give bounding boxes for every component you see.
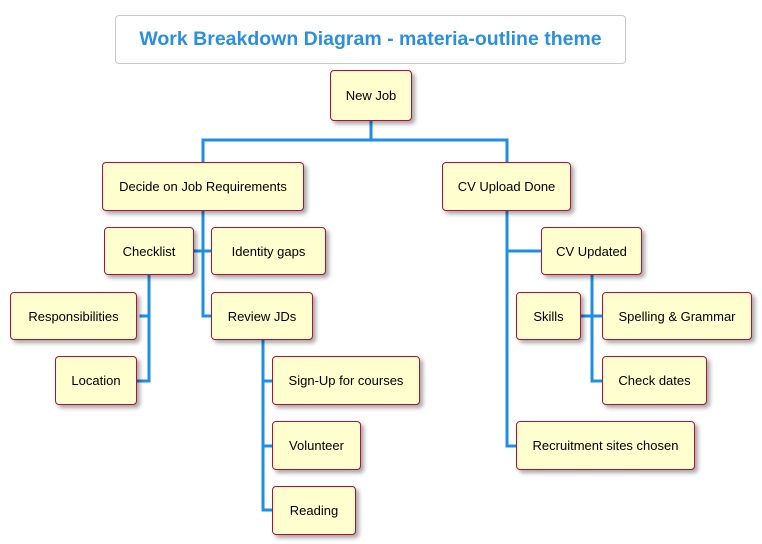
connector-decide [192, 209, 213, 318]
connector-cv-upload [505, 209, 543, 448]
node-cv-updated: CV Updated [541, 227, 642, 275]
node-identity-gaps: Identity gaps [211, 227, 326, 275]
node-checklist: Checklist [104, 227, 194, 275]
node-check-dates: Check dates [602, 356, 707, 405]
connector-root [201, 119, 509, 164]
node-recruitment-sites-chosen: Recruitment sites chosen [516, 421, 695, 470]
node-review-jds: Review JDs [211, 292, 313, 340]
node-decide-job-requirements: Decide on Job Requirements [102, 162, 304, 211]
diagram-title: Work Breakdown Diagram - materia-outline… [139, 28, 602, 50]
connector-review-jds [261, 338, 274, 512]
node-spelling-grammar: Spelling & Grammar [602, 292, 752, 340]
node-location: Location [55, 356, 137, 405]
node-volunteer: Volunteer [272, 421, 361, 470]
node-skills: Skills [516, 292, 581, 340]
connector-cv-updated [579, 273, 604, 383]
node-new-job: New Job [330, 70, 412, 121]
node-cv-upload-done: CV Upload Done [442, 162, 571, 211]
node-reading: Reading [272, 486, 356, 535]
connector-checklist [136, 273, 151, 383]
node-sign-up-for-courses: Sign-Up for courses [272, 356, 420, 405]
diagram-title-box: Work Breakdown Diagram - materia-outline… [115, 15, 626, 64]
node-responsibilities: Responsibilities [10, 292, 137, 340]
